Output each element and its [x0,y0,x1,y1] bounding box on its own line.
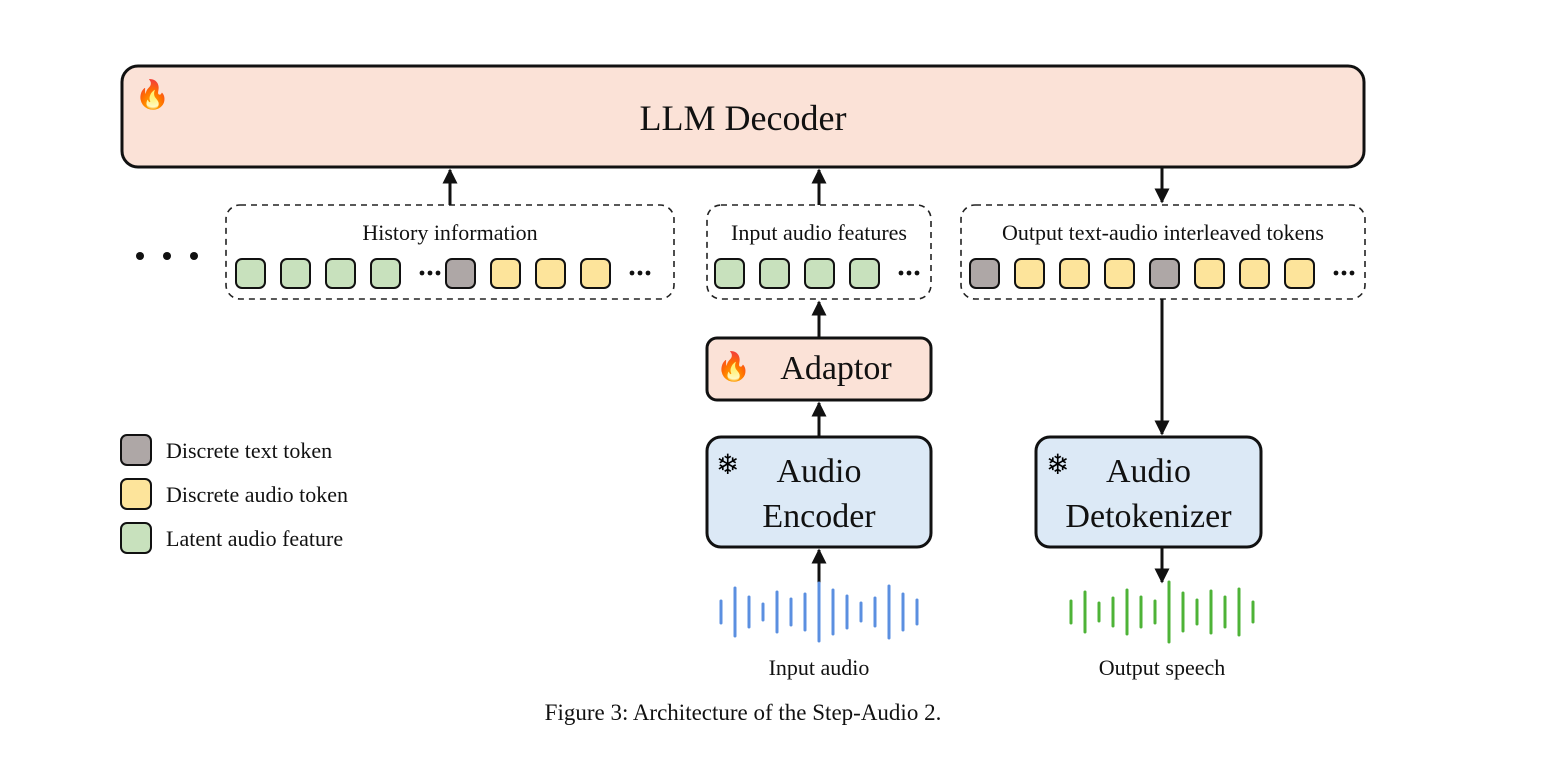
audio-detokenizer-label-line1: Audio [1106,453,1191,490]
token-audio [1059,258,1090,289]
token-latent [759,258,790,289]
snowflake-icon: ❄ [716,448,740,481]
token-audio [490,258,521,289]
legend-label-text: Discrete text token [166,438,333,463]
token-ellipsis-dot [906,270,912,276]
token-latent [849,258,880,289]
token-latent [714,258,745,289]
adaptor-label: Adaptor [780,350,892,387]
leading-ellipsis [136,252,198,260]
legend-swatch-audio [120,478,152,510]
token-audio [1284,258,1315,289]
legend-swatch-text [120,434,152,466]
audio-detokenizer-box [1034,435,1263,549]
input-audio-waveform [719,581,919,643]
input-features-label: Input audio features [731,220,907,245]
token-ellipsis-dot [1341,270,1347,276]
token-text [445,258,476,289]
token-ellipsis-dot [1333,270,1339,276]
audio-encoder-label-line2: Encoder [762,498,876,535]
output-speech-label: Output speech [1098,655,1226,680]
snowflake-icon: ❄ [1046,448,1070,481]
token-ellipsis-dot [629,270,635,276]
fire-icon: 🔥 [716,350,751,383]
token-audio [1014,258,1045,289]
token-ellipsis-dot [419,270,425,276]
token-audio [1194,258,1225,289]
token-latent [280,258,311,289]
legend-swatch-latent [120,522,152,554]
llm-decoder-box [120,64,1366,169]
token-audio [1239,258,1270,289]
fire-icon: 🔥 [135,78,170,111]
token-ellipsis-dot [637,270,643,276]
token-ellipsis-dot [898,270,904,276]
token-audio [1104,258,1135,289]
token-latent [370,258,401,289]
history-token-row [235,258,651,289]
token-audio [580,258,611,289]
token-ellipsis-dot [435,270,441,276]
input-token-row [714,258,920,289]
output-speech-waveform [1069,580,1255,644]
token-text [1149,258,1180,289]
token-ellipsis-dot [914,270,920,276]
llm-decoder-label: LLM Decoder [639,98,847,138]
token-latent [804,258,835,289]
token-ellipsis-dot [427,270,433,276]
history-group-label: History information [362,220,538,245]
legend-label-latent: Latent audio feature [166,526,344,551]
output-token-row [969,258,1355,289]
input-audio-label: Input audio [768,655,870,680]
output-tokens-label: Output text-audio interleaved tokens [1002,220,1324,245]
figure-caption: Figure 3: Architecture of the Step-Audio… [544,700,942,725]
legend-label-audio: Discrete audio token [166,482,349,507]
token-text [969,258,1000,289]
token-latent [325,258,356,289]
audio-detokenizer-label-line2: Detokenizer [1065,498,1232,535]
token-latent [235,258,266,289]
token-audio [535,258,566,289]
audio-encoder-label-line1: Audio [776,453,862,490]
token-ellipsis-dot [645,270,651,276]
token-ellipsis-dot [1349,270,1355,276]
